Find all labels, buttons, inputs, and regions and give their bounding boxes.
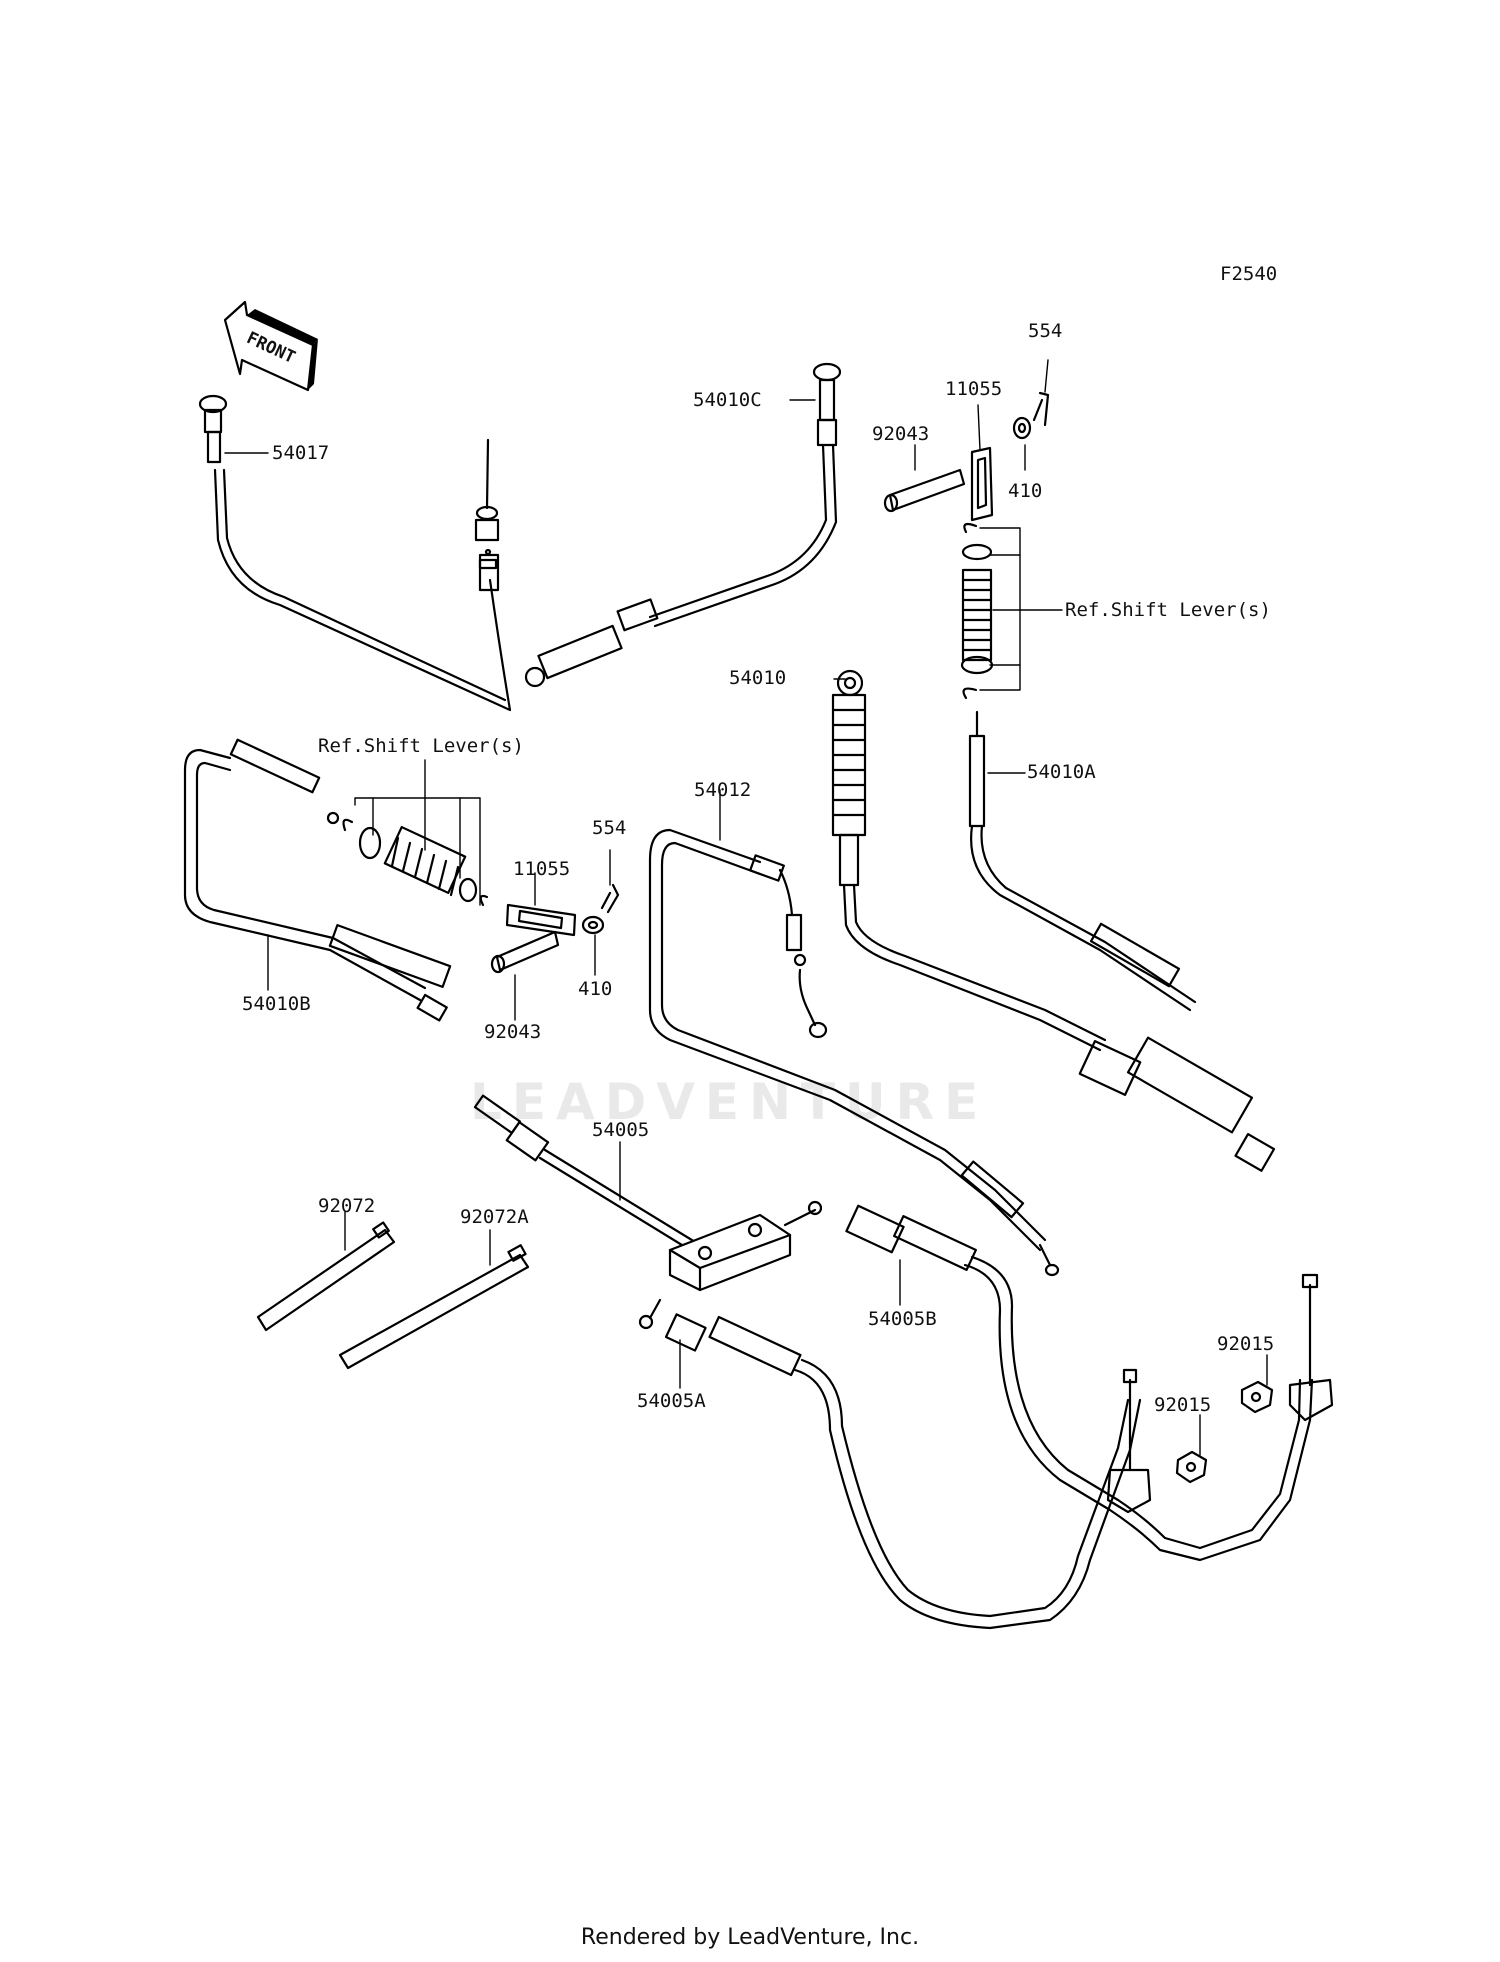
shift-lever-parts-left [342, 818, 489, 907]
cable-54010C [524, 362, 842, 688]
leader-lines [224, 359, 1268, 1456]
washer-410-top [1012, 416, 1032, 440]
cable-54005A [638, 1298, 1142, 1630]
shift-lever-parts-right [960, 522, 994, 700]
front-arrow-icon [223, 300, 318, 392]
part-54010C-label: 54010C [693, 389, 762, 411]
part-92072-label: 92072 [318, 1195, 376, 1217]
part-554-mid-label: 554 [592, 817, 627, 839]
ref-shift-lever-right-label: Ref.Shift Lever(s) [1065, 599, 1271, 621]
cable-54010A [968, 710, 1197, 1012]
cable-54017 [198, 394, 512, 712]
pin-92043-top [883, 468, 966, 513]
diagram-code: F2540 [1220, 263, 1278, 285]
part-54012-label: 54012 [694, 779, 752, 801]
pin-554-top [1032, 391, 1050, 427]
part-92015-upper-label: 92015 [1217, 1333, 1275, 1355]
cable-tie-92072 [256, 1221, 396, 1332]
ref-shift-lever-left-label: Ref.Shift Lever(s) [318, 735, 524, 757]
part-410-mid-label: 410 [578, 978, 613, 1000]
pin-92043-mid [490, 930, 560, 974]
cable-54010B [183, 738, 452, 1022]
part-54005A-label: 54005A [637, 1390, 706, 1412]
part-92072A-label: 92072A [460, 1206, 529, 1228]
part-54005-label: 54005 [592, 1119, 650, 1141]
part-92043-mid-label: 92043 [484, 1021, 542, 1043]
cable-54005B [783, 1200, 1314, 1562]
washer-410-mid [581, 915, 605, 935]
part-54010B-label: 54010B [242, 993, 311, 1015]
footer-credit: Rendered by LeadVenture, Inc. [580, 1925, 920, 1950]
part-92015-lower-label: 92015 [1154, 1394, 1212, 1416]
bracket-right-lower [1106, 1368, 1152, 1514]
cable-54005 [473, 1094, 702, 1255]
link-11055-mid [505, 903, 577, 937]
cable-tie-92072A [338, 1244, 530, 1370]
part-54005B-label: 54005B [868, 1308, 937, 1330]
part-410-top-label: 410 [1008, 480, 1043, 502]
part-92043-top-label: 92043 [872, 423, 930, 445]
part-11055-mid-label: 11055 [513, 858, 571, 880]
nut-92015-upper [1240, 1380, 1274, 1414]
cable-junction-block [668, 1213, 792, 1292]
bracket-right-upper [1288, 1273, 1334, 1422]
nut-92015-lower [1175, 1450, 1208, 1484]
part-54017-label: 54017 [272, 442, 330, 464]
pin-554-mid [600, 883, 620, 914]
part-54010A-label: 54010A [1027, 761, 1096, 783]
cable-54012 [648, 828, 1060, 1277]
link-11055-top [970, 446, 994, 522]
cable-54010 [831, 669, 1276, 1172]
part-554-top-label: 554 [1028, 320, 1063, 342]
part-54010-label: 54010 [729, 667, 787, 689]
part-11055-top-label: 11055 [945, 378, 1003, 400]
